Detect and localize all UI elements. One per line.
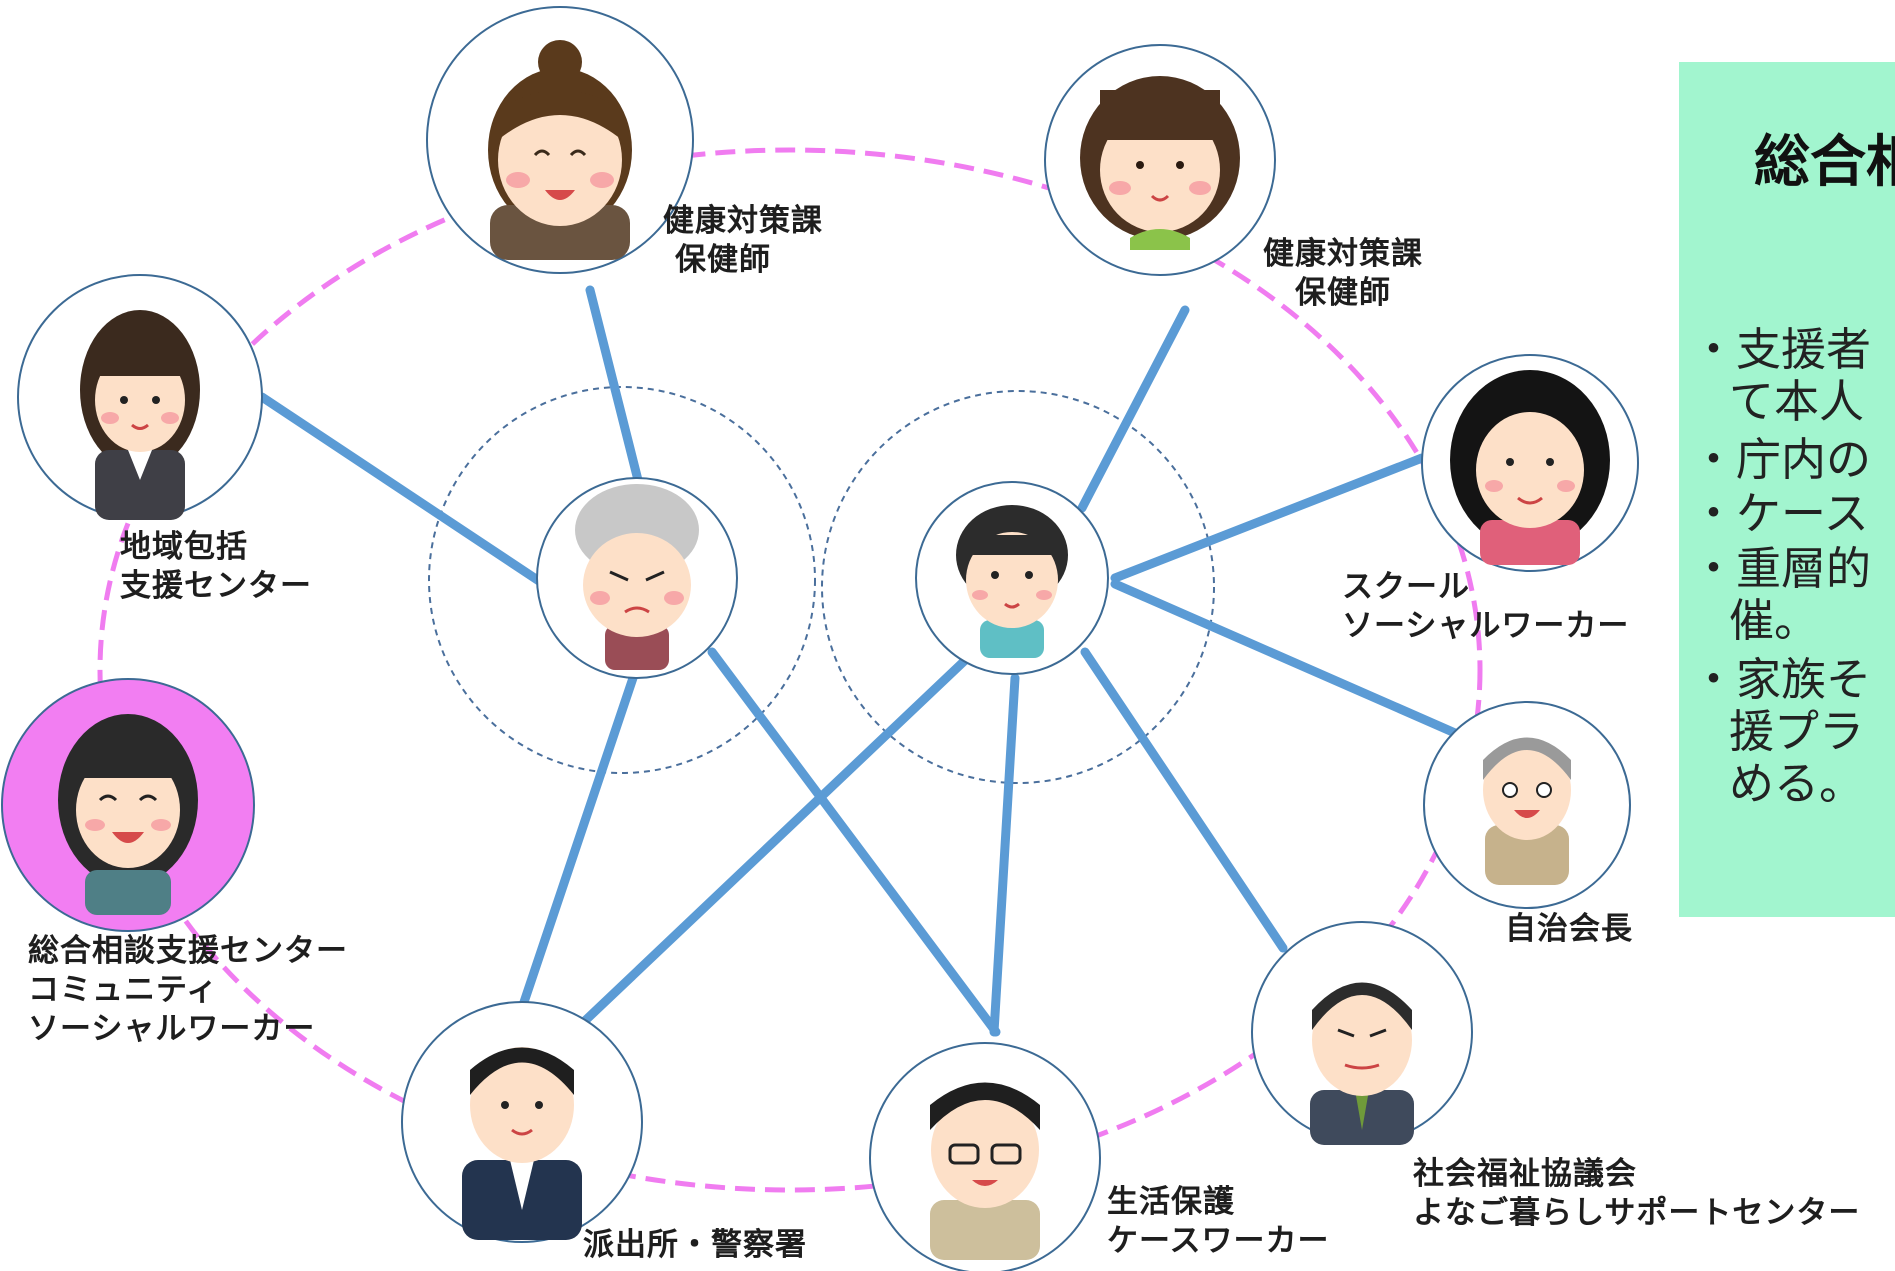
label-council: 社会福祉協議会 よなご暮らしサポートセンター (1413, 1155, 1860, 1233)
connector-grandmother-police (513, 667, 640, 1025)
label-community-center-line-2: 支援センター (120, 568, 312, 604)
label-council-line-1: 社会福祉協議会 (1413, 1156, 1637, 1192)
man-glasses-icon (930, 1082, 1040, 1260)
woman-bun-icon (488, 40, 632, 260)
side-panel-bullet-1: ・支援者 て本人 (1691, 323, 1872, 428)
grandmother-icon (575, 484, 699, 670)
node-general-center (1, 678, 255, 932)
label-school-sw: スクール ソーシャルワーカー (1342, 568, 1629, 646)
node-council (1251, 921, 1473, 1145)
smiling-woman-icon (58, 714, 198, 915)
label-general-center-line-2: コミュニティ (28, 972, 219, 1008)
connector-health1-grandmother (585, 285, 645, 493)
side-panel-bullet-5: ・家族そ 援プラ める。 (1691, 653, 1872, 810)
connector-school-child (1110, 453, 1427, 583)
label-welfare-line-1: 生活保護 (1107, 1184, 1235, 1220)
connector-grandmother-welfare (707, 647, 1001, 1037)
label-community-center: 地域包括 支援センター (120, 528, 312, 606)
label-school-sw-line-1: スクール (1342, 569, 1470, 605)
side-panel-bullet-3: ・ケース (1691, 487, 1869, 540)
label-health-1-line-1: 健康対策課 (663, 203, 823, 239)
label-council-line-2: よなご暮らしサポートセンター (1413, 1195, 1861, 1231)
node-chief (1423, 701, 1631, 909)
connector-child-council (1080, 647, 1288, 953)
label-general-center-line-3: ソーシャルワーカー (28, 1011, 316, 1047)
label-health-1: 健康対策課 保健師 (663, 202, 823, 280)
connector-center-grandmother (257, 392, 547, 588)
label-health-1-line-2: 保健師 (675, 242, 771, 278)
determined-man-icon (1310, 982, 1414, 1145)
node-police (401, 1001, 643, 1243)
node-community-center (17, 274, 263, 520)
label-chief: 自治会長 (1505, 910, 1633, 949)
side-panel-title: 総合相 (1754, 130, 1895, 195)
label-general-center-line-1: 総合相談支援センター (28, 933, 348, 969)
side-panel: 総合相 ・支援者 て本人 ・庁内の ・ケース ・重層的 催。 ・家族そ 援プラ … (1679, 62, 1895, 917)
node-child (915, 481, 1109, 675)
label-police-line-1: 派出所・警察署 (583, 1227, 807, 1263)
label-welfare: 生活保護 ケースワーカー (1107, 1183, 1329, 1261)
node-health-1 (426, 6, 694, 274)
connector-health2-child (1077, 305, 1190, 513)
label-community-center-line-1: 地域包括 (120, 529, 248, 565)
older-woman-icon (1450, 370, 1610, 565)
label-health-2-line-2: 保健師 (1295, 275, 1391, 311)
connector-child-police (565, 643, 983, 1040)
node-school-sw (1421, 354, 1639, 572)
side-panel-bullet-4: ・重層的 催。 (1691, 542, 1872, 647)
connector-lines (257, 285, 1460, 1040)
connector-child-chief (1110, 579, 1460, 738)
child-icon (956, 505, 1068, 658)
woman-suit-icon (80, 310, 200, 520)
node-welfare (869, 1042, 1101, 1271)
outer-network-ring (97, 147, 1483, 1193)
label-school-sw-line-2: ソーシャルワーカー (1342, 608, 1630, 644)
side-panel-bullet-2: ・庁内の (1691, 433, 1872, 486)
man-suit-icon (462, 1047, 582, 1240)
label-chief-line-1: 自治会長 (1505, 911, 1633, 947)
label-welfare-line-2: ケースワーカー (1107, 1223, 1330, 1259)
connector-child-welfare (989, 673, 1020, 1037)
node-grandmother (536, 477, 738, 679)
child-support-ring (821, 390, 1215, 784)
woman-bob-icon (1080, 76, 1240, 250)
label-health-2: 健康対策課 保健師 (1263, 235, 1423, 313)
grandmother-support-ring (428, 386, 816, 774)
label-general-center: 総合相談支援センター コミュニティ ソーシャルワーカー (28, 932, 348, 1049)
label-police: 派出所・警察署 (583, 1226, 807, 1265)
node-health-2 (1044, 44, 1276, 276)
label-health-2-line-1: 健康対策課 (1263, 236, 1423, 272)
elderly-man-icon (1483, 737, 1571, 885)
